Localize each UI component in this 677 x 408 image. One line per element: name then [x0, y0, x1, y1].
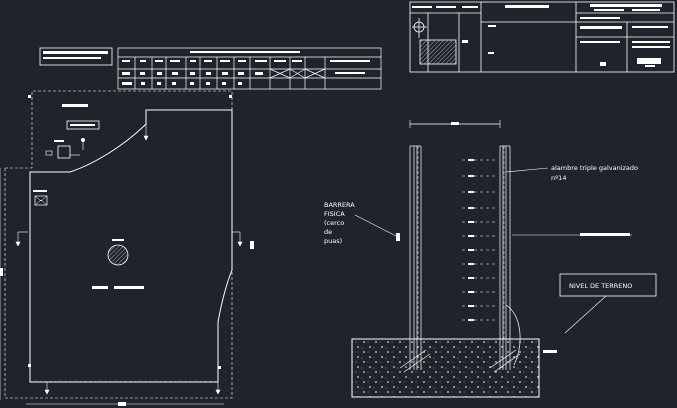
title-block-text-bars — [412, 4, 670, 67]
ground-level-box — [559, 273, 657, 297]
legend-box — [39, 47, 113, 66]
hatched-block — [419, 39, 457, 65]
title-block — [409, 1, 675, 73]
fence-section-detail: NIVEL DE TERRENO alambre triple galvaniz… — [324, 120, 657, 398]
plot-boundary-dashed — [4, 90, 233, 399]
wire-label-line1: alambre triple galvanizado — [551, 164, 638, 172]
barrier-label-line5: puas) — [324, 237, 342, 245]
barrier-label-line4: de — [324, 228, 332, 236]
ground-level-label: NIVEL DE TERRENO — [569, 282, 632, 290]
barrier-label-line1: BARRERA — [324, 201, 355, 209]
schedule-table — [117, 47, 382, 90]
mailbox-icon — [34, 195, 48, 206]
barrier-label-line3: (cerco — [324, 219, 344, 227]
barrier-label-line2: FISICA — [324, 210, 345, 218]
barbed-wire-strands — [462, 159, 498, 321]
wire-label-line2: nº14 — [551, 174, 566, 182]
schedule-table-text-bars — [122, 51, 370, 85]
wire-leader — [505, 167, 549, 173]
lot-outline — [29, 109, 233, 383]
meter-box — [57, 145, 71, 159]
barrier-leader — [354, 214, 397, 237]
right-post — [489, 145, 521, 373]
concrete-footing — [351, 338, 540, 398]
well-symbol — [107, 244, 129, 266]
left-post — [399, 145, 431, 373]
ground-level-leader — [564, 295, 607, 334]
site-plan — [0, 90, 254, 406]
